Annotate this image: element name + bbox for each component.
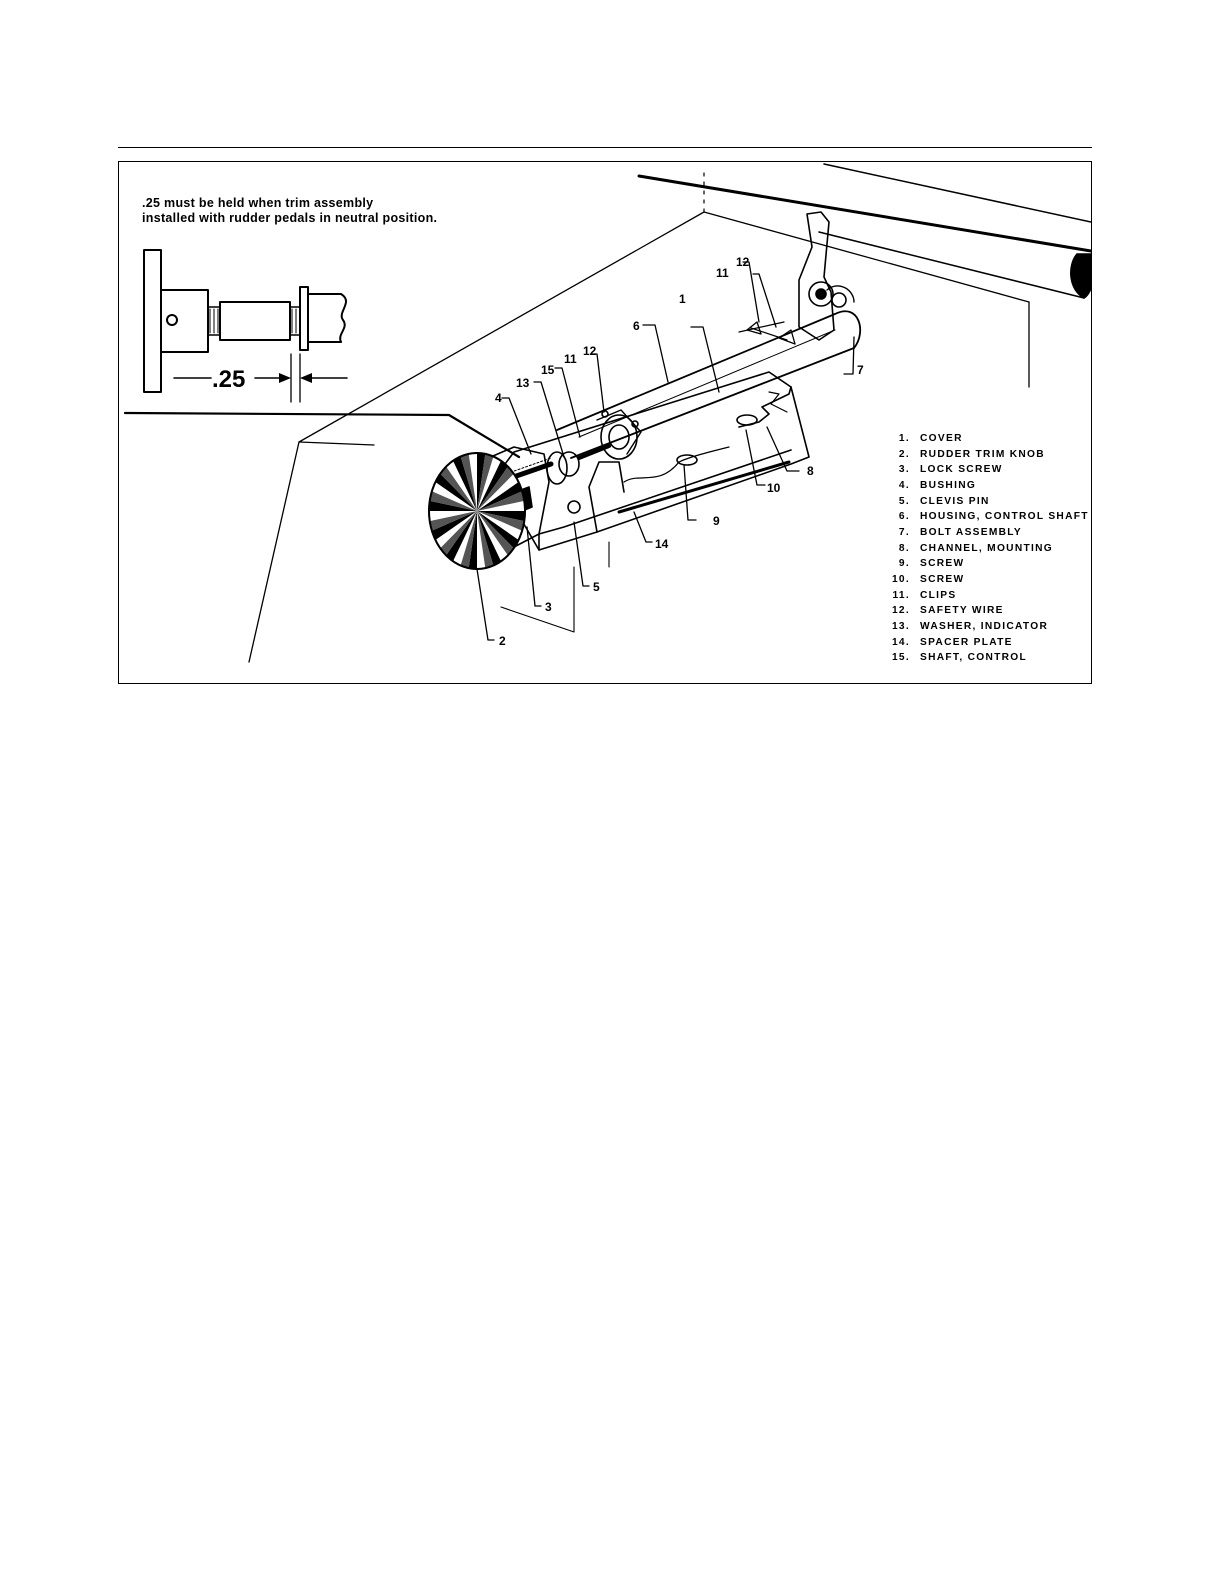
- note-line-2: installed with rudder pedals in neutral …: [142, 211, 438, 225]
- legend-item: 1.COVER: [898, 433, 963, 444]
- callout-9: 9: [713, 514, 720, 528]
- legend-item: 9.SCREW: [898, 558, 965, 570]
- callout-1: 1: [679, 292, 686, 306]
- legend-item: 11.CLIPS: [892, 589, 957, 601]
- legend-item: 13.WASHER, INDICATOR: [891, 620, 1049, 632]
- dimension-label: .25: [212, 366, 245, 393]
- knob-segment: [477, 453, 494, 511]
- console-outline: [248, 171, 1030, 663]
- callout-6: 6: [633, 319, 640, 333]
- callout-labels-layer: .25 1 2 3 4 5 6 7 8 9 10 11 11 12 12 13 …: [212, 255, 864, 648]
- knob-segment: [440, 511, 477, 556]
- callout-14: 14: [655, 537, 669, 551]
- knob-segment: [477, 511, 494, 569]
- knob-segment: [440, 466, 477, 511]
- legend-item: 6.HOUSING, CONTROL SHAFT: [898, 511, 1089, 523]
- knob-segment: [477, 491, 525, 511]
- callout-11-lower: 11: [564, 352, 577, 366]
- knob-segment: [477, 511, 519, 549]
- legend-item: 3.LOCK SCREW: [898, 464, 1003, 476]
- callout-15: 15: [541, 363, 555, 377]
- callout-7: 7: [857, 363, 864, 377]
- callout-13: 13: [516, 376, 530, 390]
- knob-segment: [460, 511, 477, 569]
- knob-segment: [429, 500, 477, 511]
- knob-segment: [429, 491, 477, 511]
- inset-detail: [143, 249, 348, 403]
- top-clips: [746, 321, 796, 345]
- knob-segment: [477, 460, 508, 511]
- assembly-illustration: [123, 163, 1091, 663]
- legend-item: 7.BOLT ASSEMBLY: [898, 526, 1022, 538]
- callout-11-upper: 11: [716, 266, 729, 280]
- knob-segment: [477, 511, 514, 556]
- knob-segment: [435, 473, 477, 511]
- callout-12-upper: 12: [736, 255, 750, 269]
- knob-segment: [477, 511, 525, 531]
- legend-item: 10.SCREW: [891, 573, 965, 585]
- callout-5: 5: [593, 580, 600, 594]
- legend-item: 4.BUSHING: [898, 479, 977, 491]
- knob-segment: [477, 482, 523, 511]
- clip-washer-assembly: [546, 409, 642, 485]
- knob-segment: [468, 511, 477, 569]
- callout-4: 4: [495, 391, 502, 405]
- knob-segment: [477, 466, 514, 511]
- knob-segment: [431, 511, 477, 540]
- callout-12-lower: 12: [583, 344, 597, 358]
- figure-frame: .25 must be held when trim assembly inst…: [118, 161, 1092, 684]
- knob-segment: [460, 453, 477, 511]
- legend-item: 12.SAFETY WIRE: [891, 605, 1004, 617]
- knob-segment: [477, 511, 525, 522]
- knob-segment: [477, 453, 486, 511]
- legend-item: 8.CHANNEL, MOUNTING: [898, 542, 1054, 554]
- parts-legend: 1.COVER 2.RUDDER TRIM KNOB 3.LOCK SCREW …: [885, 431, 1089, 666]
- knob-segment: [477, 511, 501, 566]
- mounting-channel: [498, 371, 810, 551]
- callout-8: 8: [807, 464, 814, 478]
- knob-segment: [453, 456, 477, 511]
- callout-10: 10: [767, 481, 781, 495]
- rudder-bar-tube: [637, 163, 1091, 299]
- top-rule: [118, 147, 1092, 148]
- legend-item: 2.RUDDER TRIM KNOB: [898, 448, 1045, 460]
- legend-item: 14.SPACER PLATE: [891, 636, 1013, 648]
- callout-leaders: [476, 261, 855, 641]
- installation-note: .25 must be held when trim assembly inst…: [142, 196, 437, 226]
- knob-segment: [429, 511, 477, 531]
- note-line-1: .25 must be held when trim assembly: [142, 196, 374, 210]
- knob-segment: [446, 511, 477, 562]
- legend-item: 15.SHAFT, CONTROL: [891, 652, 1028, 664]
- legend-item: 5.CLEVIS PIN: [898, 495, 990, 507]
- callout-2: 2: [499, 634, 506, 648]
- inset-leader-line: [123, 411, 521, 459]
- rudder-trim-knob: [428, 452, 526, 570]
- callout-3: 3: [545, 600, 552, 614]
